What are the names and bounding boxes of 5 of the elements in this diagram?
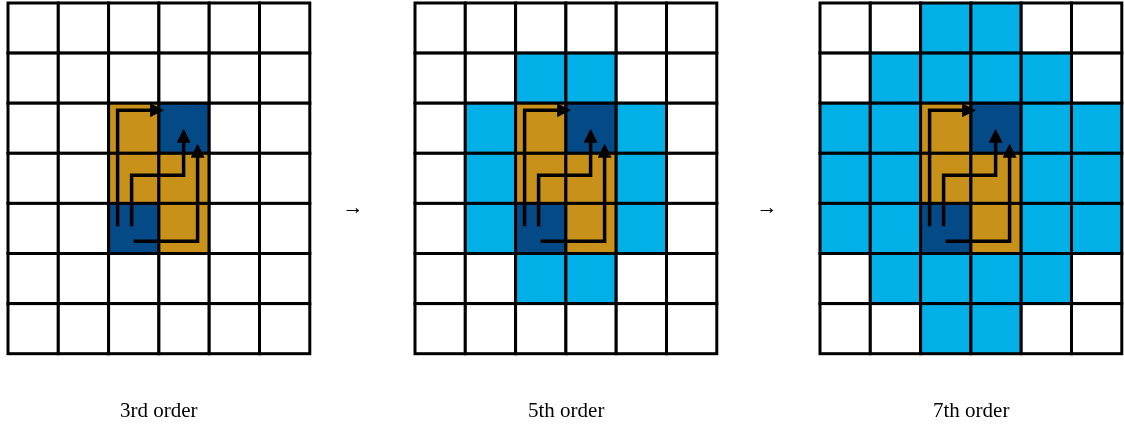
- arrow-symbol: →: [342, 194, 364, 220]
- arrow-symbol: →: [756, 194, 778, 220]
- order-caption: 3rd order: [120, 397, 198, 423]
- order-caption: 7th order: [933, 397, 1010, 423]
- order-caption: 5th order: [528, 397, 605, 423]
